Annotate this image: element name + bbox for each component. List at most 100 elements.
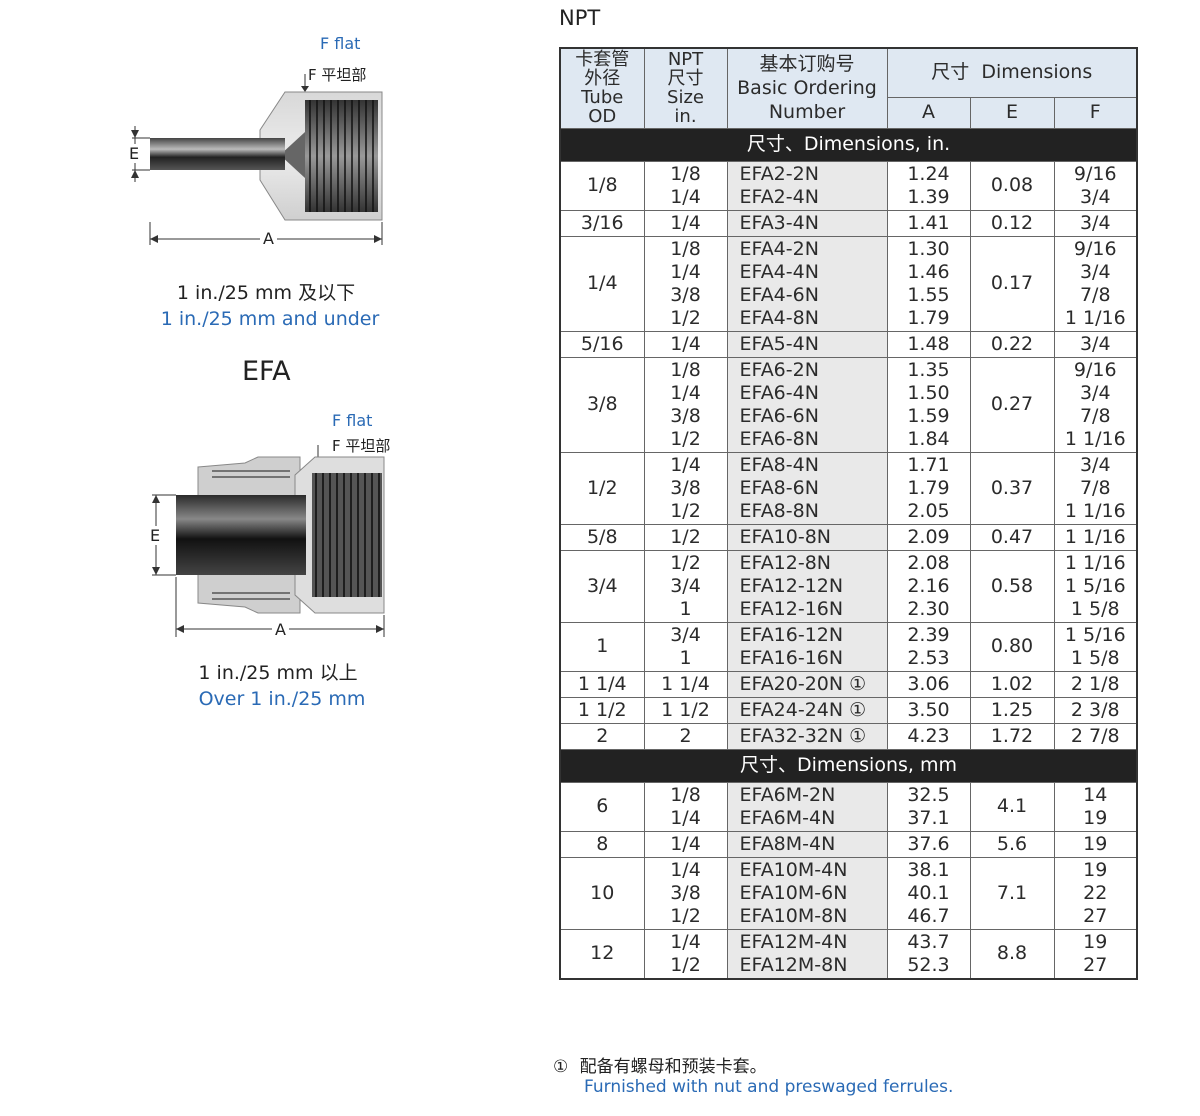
footnote-en: Furnished with nut and preswaged ferrule…	[584, 1077, 954, 1097]
cell-npt-size: 1/8 1/4 3/8 1/2	[643, 235, 728, 332]
cell-dim-f: 19 22 27	[1053, 856, 1138, 930]
cell-dim-e: 0.47	[969, 523, 1055, 551]
header-dimensions: 尺寸 Dimensions	[886, 47, 1138, 98]
cell-npt-size: 1/2	[643, 523, 728, 551]
cell-dim-f: 19 27	[1053, 928, 1138, 979]
header-e: E	[969, 96, 1055, 129]
cell-tube-od: 5/16	[559, 330, 645, 358]
cell-dim-e: 0.37	[969, 451, 1055, 525]
cell-dim-e: 1.72	[969, 722, 1055, 750]
cell-dim-f: 19	[1053, 830, 1138, 858]
cell-dim-a: 3.50	[886, 696, 971, 724]
cell-dim-a: 1.71 1.79 2.05	[886, 451, 971, 525]
cell-dim-a: 43.7 52.3	[886, 928, 971, 979]
cell-dim-f: 3/4 7/8 1 1/16	[1053, 451, 1138, 525]
header-ordering-number: 基本订购号 Basic Ordering Number	[726, 47, 888, 129]
cell-npt-size: 1/4 3/8 1/2	[643, 451, 728, 525]
cell-npt-size: 1/2 3/4 1	[643, 549, 728, 623]
cell-tube-od: 1	[559, 621, 645, 672]
cell-npt-size: 1 1/2	[643, 696, 728, 724]
section-title: 尺寸、Dimensions, in.	[559, 127, 1138, 162]
cell-npt-size: 1/4	[643, 209, 728, 237]
cell-dim-e: 0.08	[969, 160, 1055, 211]
fitting-diagram-small: F flat F 平坦部	[110, 30, 410, 255]
header-npt-size: NPT 尺寸 Size in.	[643, 47, 728, 129]
cell-tube-od: 8	[559, 830, 645, 858]
cell-dim-a: 3.06	[886, 670, 971, 698]
cell-dim-f: 9/16 3/4 7/8 1 1/16	[1053, 356, 1138, 453]
a-label-2: A	[272, 620, 289, 639]
cell-dim-e: 0.22	[969, 330, 1055, 358]
header-tube-od: 卡套管 外径 Tube OD	[559, 47, 645, 129]
cell-dim-e: 5.6	[969, 830, 1055, 858]
cell-dim-e: 0.58	[969, 549, 1055, 623]
cell-dim-e: 0.80	[969, 621, 1055, 672]
f-flat-label-cn-2: F 平坦部	[332, 437, 391, 455]
f-flat-label-en-2: F flat	[332, 411, 373, 430]
cell-part-number: EFA10-8N	[726, 523, 888, 551]
cell-dim-f: 3/4	[1053, 209, 1138, 237]
cell-dim-a: 1.35 1.50 1.59 1.84	[886, 356, 971, 453]
footnote-marker: ①	[553, 1057, 569, 1077]
cell-tube-od: 1 1/4	[559, 670, 645, 698]
cell-tube-od: 1/4	[559, 235, 645, 332]
cell-dim-a: 37.6	[886, 830, 971, 858]
f-flat-label-en: F flat	[320, 34, 361, 53]
cell-dim-e: 7.1	[969, 856, 1055, 930]
cell-tube-od: 3/8	[559, 356, 645, 453]
cell-tube-od: 5/8	[559, 523, 645, 551]
cell-npt-size: 1 1/4	[643, 670, 728, 698]
cell-npt-size: 1/4	[643, 330, 728, 358]
header-f: F	[1053, 96, 1138, 129]
cell-dim-a: 1.30 1.46 1.55 1.79	[886, 235, 971, 332]
cell-dim-f: 9/16 3/4 7/8 1 1/16	[1053, 235, 1138, 332]
footnote-cn: ① 配备有螺母和预装卡套。	[553, 1052, 767, 1077]
cell-npt-size: 3/4 1	[643, 621, 728, 672]
cell-part-number: EFA10M-4N EFA10M-6N EFA10M-8N	[726, 856, 888, 930]
cell-dim-e: 8.8	[969, 928, 1055, 979]
cell-dim-f: 1 1/16 1 5/16 1 5/8	[1053, 549, 1138, 623]
cell-dim-a: 4.23	[886, 722, 971, 750]
cell-tube-od: 12	[559, 928, 645, 979]
cell-part-number: EFA12-8N EFA12-12N EFA12-16N	[726, 549, 888, 623]
cell-tube-od: 3/4	[559, 549, 645, 623]
cell-npt-size: 1/8 1/4	[643, 160, 728, 211]
cell-dim-f: 1 5/16 1 5/8	[1053, 621, 1138, 672]
cell-part-number: EFA6-2N EFA6-4N EFA6-6N EFA6-8N	[726, 356, 888, 453]
cell-npt-size: 1/4	[643, 830, 728, 858]
cell-dim-e: 0.27	[969, 356, 1055, 453]
cell-dim-f: 9/16 3/4	[1053, 160, 1138, 211]
cell-tube-od: 2	[559, 722, 645, 750]
cell-dim-e: 0.12	[969, 209, 1055, 237]
cell-dim-f: 3/4	[1053, 330, 1138, 358]
section-mm: 尺寸、Dimensions, mm	[559, 748, 1138, 783]
cell-part-number: EFA24-24N ①	[726, 696, 888, 724]
e-label-2: E	[150, 526, 161, 545]
cell-dim-f: 2 3/8	[1053, 696, 1138, 724]
cell-part-number: EFA4-2N EFA4-4N EFA4-6N EFA4-8N	[726, 235, 888, 332]
cell-dim-a: 1.41	[886, 209, 971, 237]
cell-npt-size: 1/8 1/4 3/8 1/2	[643, 356, 728, 453]
cell-part-number: EFA5-4N	[726, 330, 888, 358]
a-label: A	[260, 229, 277, 248]
cell-dim-f: 1 1/16	[1053, 523, 1138, 551]
cell-tube-od: 3/16	[559, 209, 645, 237]
cell-part-number: EFA20-20N ①	[726, 670, 888, 698]
cell-dim-a: 2.08 2.16 2.30	[886, 549, 971, 623]
cell-part-number: EFA8-4N EFA8-6N EFA8-8N	[726, 451, 888, 525]
cell-dim-f: 14 19	[1053, 781, 1138, 832]
cell-npt-size: 1/4 1/2	[643, 928, 728, 979]
cell-npt-size: 1/4 3/8 1/2	[643, 856, 728, 930]
cell-dim-e: 4.1	[969, 781, 1055, 832]
